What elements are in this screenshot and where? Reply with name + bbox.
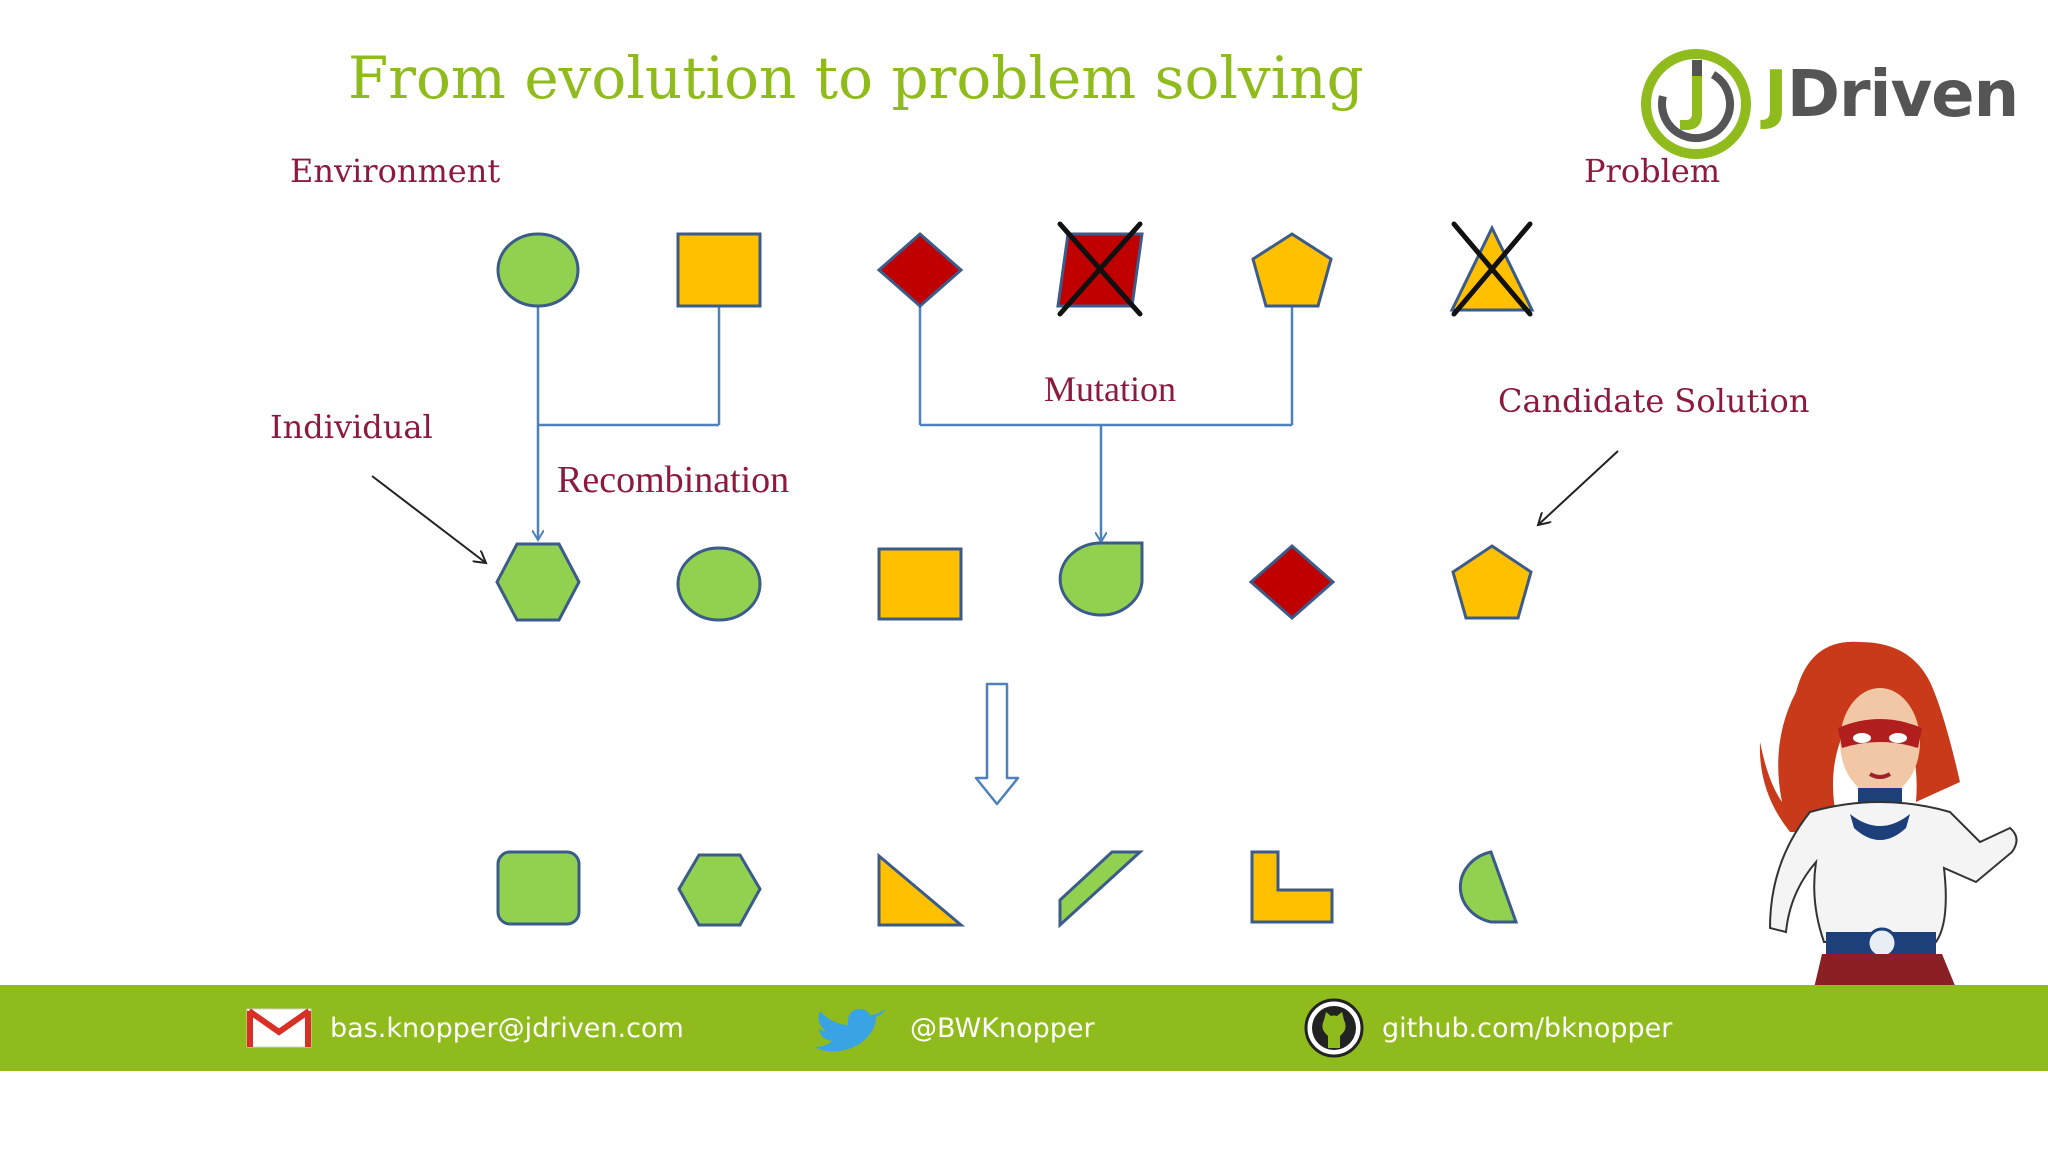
offspring-population [495,541,1533,622]
next-rounded-square [496,850,581,926]
superhero-mascot-image [1759,641,2018,988]
contact-github[interactable]: github.com/bknopper [1304,985,1672,1071]
parent-population [496,224,1535,312]
email-address[interactable]: bas.knopper@jdriven.com [330,1012,684,1044]
jdriven-logo: JDriven [1640,48,2019,160]
gmail-icon [246,1008,312,1048]
mutation-connector [918,306,1294,542]
parent-diamond [876,232,964,308]
label-candidate-solution: Candidate Solution [1498,382,1810,420]
eliminated-cross-marks [1057,221,1533,317]
label-individual: Individual [270,408,433,446]
offspring-hexagon [495,542,581,622]
contact-footer: bas.knopper@jdriven.com @BWKnopper githu… [0,985,2048,1071]
parent-pentagon [1251,232,1333,308]
github-icon [1304,998,1364,1058]
offspring-square [877,547,963,621]
jdriven-logo-text: JDriven [1764,58,2019,132]
next-l-shape [1250,850,1334,924]
jdriven-logo-icon [1641,49,1751,159]
parent-ellipse [496,232,580,308]
twitter-handle[interactable]: @BWKnopper [910,1012,1095,1044]
github-url[interactable]: github.com/bknopper [1382,1012,1673,1044]
next-half-circle [1458,850,1519,924]
label-problem: Problem [1584,152,1721,190]
candidate-pointer-arrow [1538,450,1619,525]
offspring-leaf [1058,541,1144,617]
label-mutation: Mutation [1044,369,1176,409]
offspring-ellipse [676,546,762,622]
recombination-connector [538,306,721,540]
next-generation-population [496,850,1519,929]
contact-twitter[interactable]: @BWKnopper [812,985,1095,1071]
contact-email[interactable]: bas.knopper@jdriven.com [246,985,684,1071]
next-parallelogram [1058,850,1144,929]
offspring-pentagon [1451,544,1533,620]
next-right-triangle [877,852,966,927]
offspring-diamond [1248,544,1336,620]
parent-square [676,232,762,308]
next-hexagon [677,853,762,927]
slide-title: From evolution to problem solving [348,44,1364,112]
selection-down-arrow [974,682,1020,806]
individual-pointer-arrow [371,475,486,563]
twitter-icon [812,1003,892,1053]
label-recombination: Recombination [557,459,790,501]
label-environment: Environment [290,152,501,190]
evolution-diagram [371,221,1619,929]
